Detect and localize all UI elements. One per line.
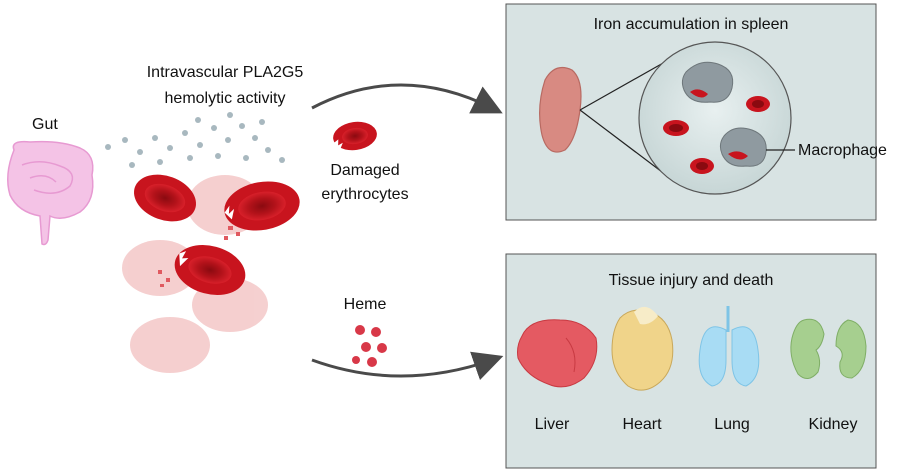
liver-icon (517, 319, 598, 388)
heme-droplets (352, 325, 387, 367)
erythrocyte-cluster (134, 174, 300, 295)
organ-label-heart: Heart (622, 416, 662, 433)
activity-label-line2: hemolytic activity (164, 90, 286, 107)
spleen-icon (539, 67, 582, 153)
heart-icon (611, 306, 674, 391)
arrow-to-spleen (311, 83, 503, 114)
pla2g5-particles (105, 112, 285, 168)
damaged-label-line2: erythrocytes (321, 186, 409, 203)
damaged-erythrocyte (174, 245, 246, 295)
damaged-erythrocyte-icon (333, 121, 377, 151)
macrophage-label: Macrophage (798, 142, 887, 159)
organ-label-liver: Liver (534, 416, 570, 433)
damaged-label-line1: Damaged (330, 162, 400, 179)
faded-erythrocytes (122, 175, 268, 373)
tissue-panel-title: Tissue injury and death (608, 272, 774, 289)
spleen-panel-title: Iron accumulation in spleen (593, 16, 789, 33)
organ-label-kidney: Kidney (808, 416, 858, 433)
spleen-erythrocytes (663, 96, 770, 174)
kidney-icon (790, 318, 867, 379)
macrophage-icon (681, 61, 734, 103)
macrophage-icon (719, 127, 767, 167)
lung-icon (698, 306, 760, 387)
arrow-to-tissues (311, 351, 504, 381)
organ-label-lung: Lung (714, 416, 750, 433)
gut-icon (7, 140, 94, 246)
activity-label-line1: Intravascular PLA2G5 (146, 64, 304, 81)
heme-label: Heme (343, 296, 387, 313)
gut-label: Gut (32, 116, 58, 133)
erythrocyte (134, 174, 196, 222)
damaged-erythrocyte (224, 181, 300, 231)
